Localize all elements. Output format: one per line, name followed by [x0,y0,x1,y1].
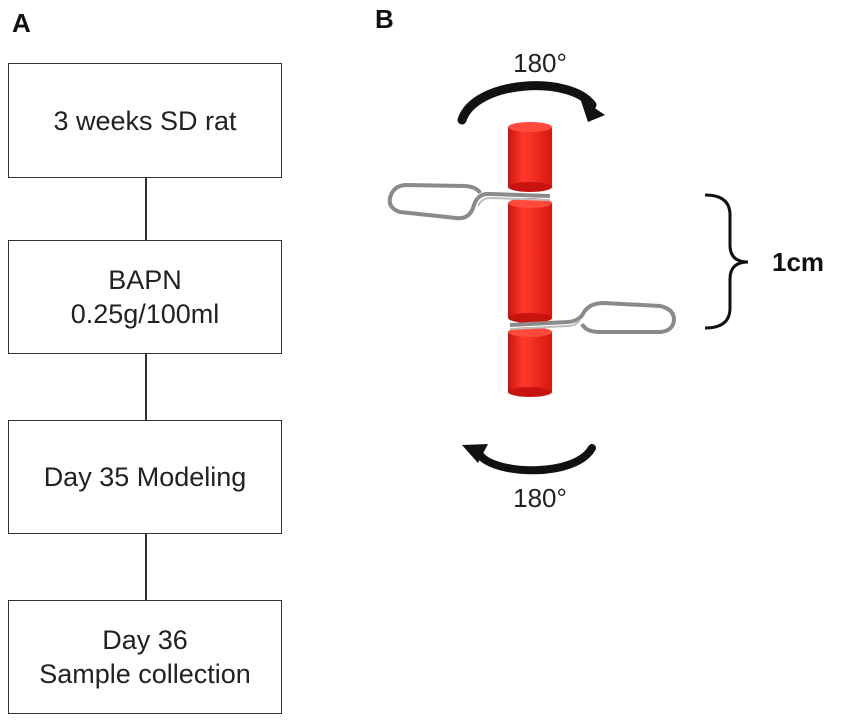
flow-step-bapn-dose: 0.25g/100ml [70,299,220,329]
flow-step-rat-text: 3 weeks SD rat [53,105,237,136]
flow-step-modeling: Day 35 Modeling [8,420,282,534]
flow-connector [145,354,147,420]
flow-step-modeling-text: Day 35 Modeling [43,462,247,492]
rotation-arrow-bottom-icon [462,444,596,475]
ligature-clip-lower-icon [509,300,677,334]
distance-brace-icon [704,193,749,330]
flow-step-bapn-title: BAPN [108,265,182,295]
flow-step-sample: Day 36 Sample collection [8,600,282,714]
flow-step-rat: 3 weeks SD rat [8,63,282,178]
vessel-segment-bottom [508,327,552,397]
flow-step-sample-text: Sample collection [39,659,251,689]
vessel-segment-top [508,122,552,192]
rotation-label-bottom: 180° [513,483,567,513]
panel-b-label: B [375,4,394,34]
vessel-torsion-diagram: 180° 1cm 180° [387,48,824,513]
flow-step-bapn: BAPN 0.25g/100ml [8,240,282,354]
panel-a-label: A [12,8,31,38]
flow-step-sample-day: Day 36 [102,625,188,655]
flow-connector [145,178,147,240]
flow-connector [145,534,147,600]
rotation-arrow-top-icon [457,81,605,125]
rotation-label-top: 180° [513,48,567,78]
vessel-segment-middle [508,198,552,323]
ligature-clip-upper-icon [387,182,551,221]
distance-label: 1cm [772,247,824,277]
